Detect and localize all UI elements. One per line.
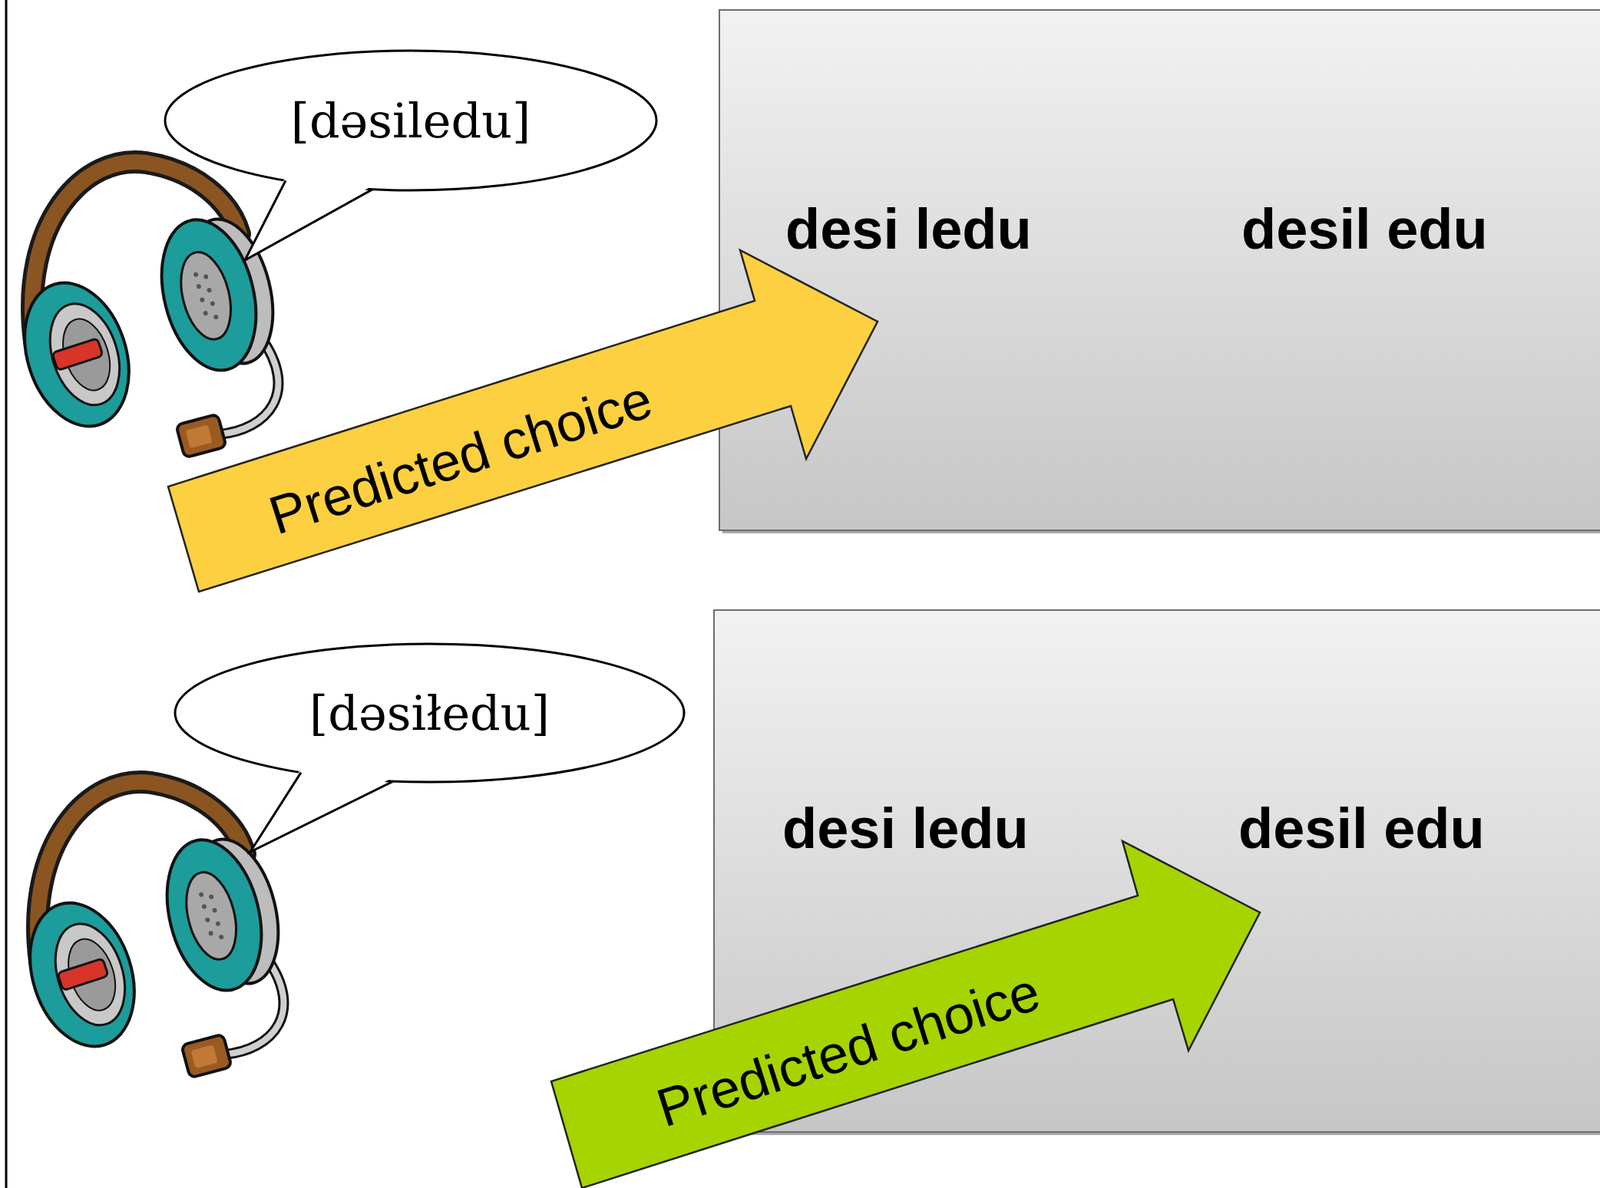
phonetic-transcription: [dəsiłedu] <box>309 685 550 742</box>
bubble-tail-fill <box>250 769 394 853</box>
response-option: desil edu <box>1241 201 1488 258</box>
speech-bubble: [dəsiledu] <box>163 49 658 192</box>
bubble-tail <box>244 180 373 261</box>
bubble-tail-fill <box>244 176 373 261</box>
headphone-icon <box>6 161 287 459</box>
response-option: desil edu <box>1238 800 1485 858</box>
response-option: desi ledu <box>785 201 1032 258</box>
choice-panel <box>719 9 1600 531</box>
bubble-ellipse <box>165 50 657 191</box>
speech-bubble: [dəsiłedu] <box>173 642 686 784</box>
prediction-arrow <box>551 841 1260 1188</box>
phonetic-transcription: [dəsiledu] <box>290 92 532 149</box>
choice-panel: desi ledu desil edu <box>719 9 1600 531</box>
response-option: desi ledu <box>782 800 1029 858</box>
headphone-icon <box>12 782 292 1079</box>
frame-line <box>5 0 8 1188</box>
bubble-ellipse <box>175 644 685 783</box>
prediction-arrow <box>168 250 878 592</box>
bubble-tail <box>250 773 394 853</box>
